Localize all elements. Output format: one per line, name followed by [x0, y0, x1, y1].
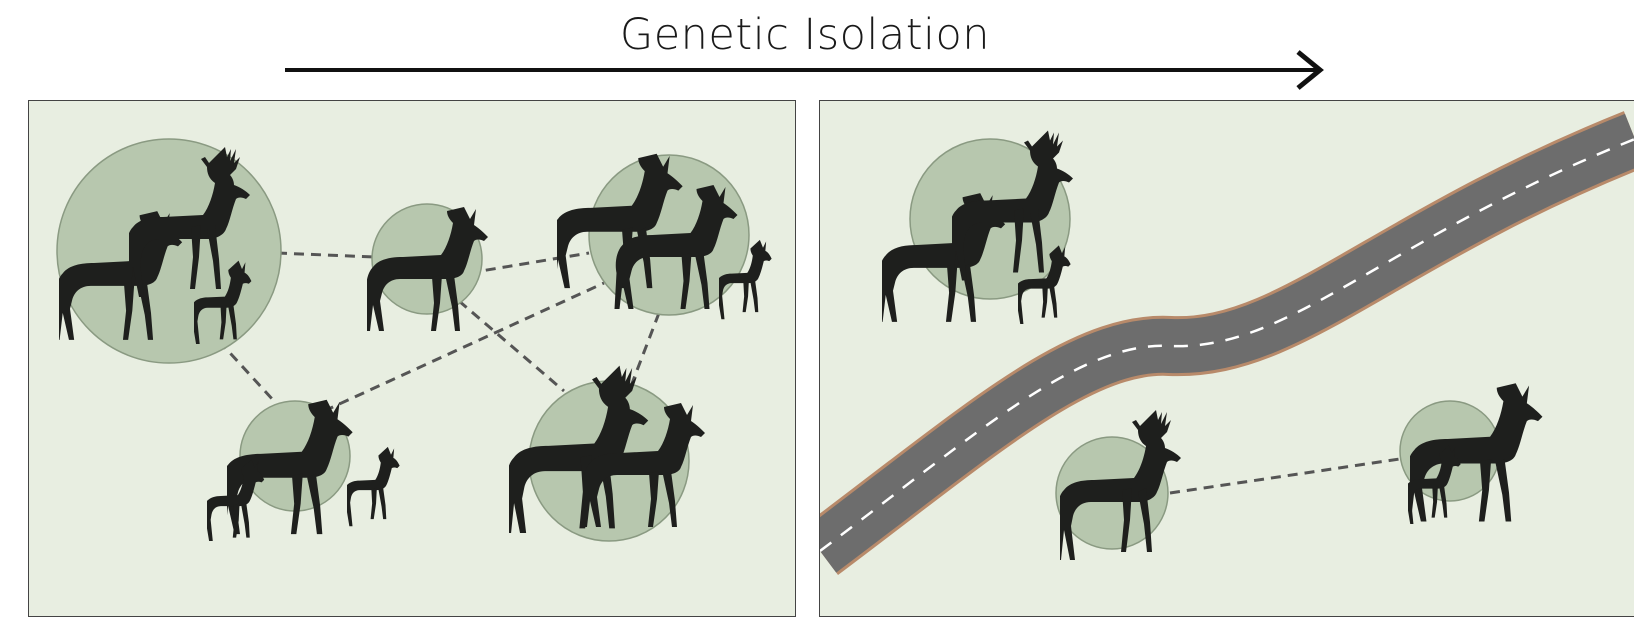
- connection-line: [631, 313, 659, 386]
- isolated-populations-panel: [819, 100, 1634, 617]
- deer-icon: [1405, 383, 1542, 521]
- connection-line: [459, 301, 564, 391]
- population-circle: [57, 139, 281, 363]
- connected-populations-panel: [28, 100, 796, 617]
- connected-populations-scene: [29, 101, 795, 616]
- connection-line: [469, 253, 589, 273]
- connection-line: [219, 341, 274, 401]
- isolated-populations-scene: [820, 101, 1634, 616]
- connection-line: [277, 253, 374, 257]
- connection-line: [324, 283, 604, 411]
- connection-line: [1170, 456, 1420, 493]
- isolation-arrow: [0, 0, 1634, 100]
